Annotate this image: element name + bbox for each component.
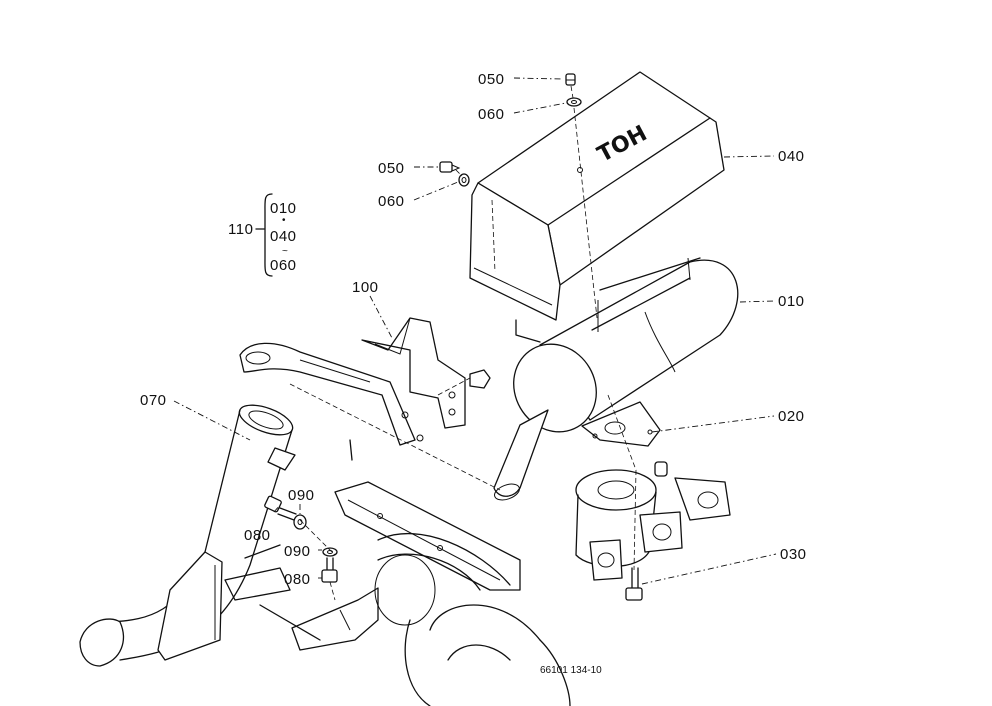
callout-040: 040 [778, 148, 805, 165]
support-stay [239, 342, 424, 446]
callout-100: 100 [352, 279, 379, 296]
muffler [493, 257, 739, 501]
callout-030: 030 [780, 546, 807, 563]
exhaust-pipe [79, 404, 296, 667]
mounting-frame [224, 439, 571, 706]
gasket [581, 401, 661, 447]
callout-080-upper: 080 [244, 527, 271, 544]
callout-080-lower: 080 [284, 571, 311, 588]
kit-separator-dot: • [282, 215, 286, 226]
callout-060-top: 060 [478, 106, 505, 123]
drawing-code: 66101 134-10 [540, 665, 602, 676]
manifold-bolt [625, 567, 643, 601]
exhaust-manifold [575, 461, 731, 581]
kit-item-060: 060 [270, 257, 297, 274]
kit-item-040: 040 [270, 228, 297, 245]
pipe-bolt-upper [264, 495, 307, 530]
callout-050-side: 050 [378, 160, 405, 177]
callout-leaders [173, 77, 777, 585]
muffler-bracket [361, 317, 491, 429]
kit-separator-tilde: ~ [282, 246, 288, 257]
callout-090-upper: 090 [288, 487, 315, 504]
cover-bolt-side [439, 161, 470, 187]
callout-050-top: 050 [478, 71, 505, 88]
callout-020: 020 [778, 408, 805, 425]
callout-010: 010 [778, 293, 805, 310]
kit-group-110: 110 010 • 040 ~ 060 [228, 193, 297, 277]
callout-090-lower: 090 [284, 543, 311, 560]
callout-060-side: 060 [378, 193, 405, 210]
kit-item-010: 010 [270, 200, 297, 217]
callout-labels: 050 060 050 060 040 010 020 030 070 080 … [140, 71, 807, 588]
pipe-bolt-lower [321, 547, 338, 583]
callout-070: 070 [140, 392, 167, 409]
muffler-cover: HOT [469, 71, 725, 343]
kit-number: 110 [228, 221, 253, 238]
center-lines [289, 85, 637, 601]
cover-bolt-top [565, 73, 582, 107]
